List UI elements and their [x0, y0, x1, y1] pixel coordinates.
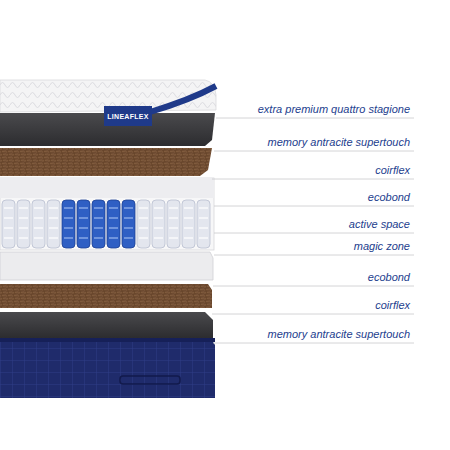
layer-label: memory antracite supertouch	[266, 136, 412, 149]
layer-label: coirflex	[373, 299, 412, 312]
layer-label: active space	[347, 218, 412, 231]
layer-label: extra premium quattro stagione	[256, 103, 412, 116]
layer-label: magic zone	[352, 240, 412, 253]
layer-label: coirflex	[373, 164, 412, 177]
brand-tag: LINEAFLEX	[107, 112, 149, 121]
layer-label: ecobond	[366, 271, 412, 284]
layer-label: memory antracite supertouch	[266, 328, 412, 341]
layer-label: ecobond	[366, 191, 412, 204]
